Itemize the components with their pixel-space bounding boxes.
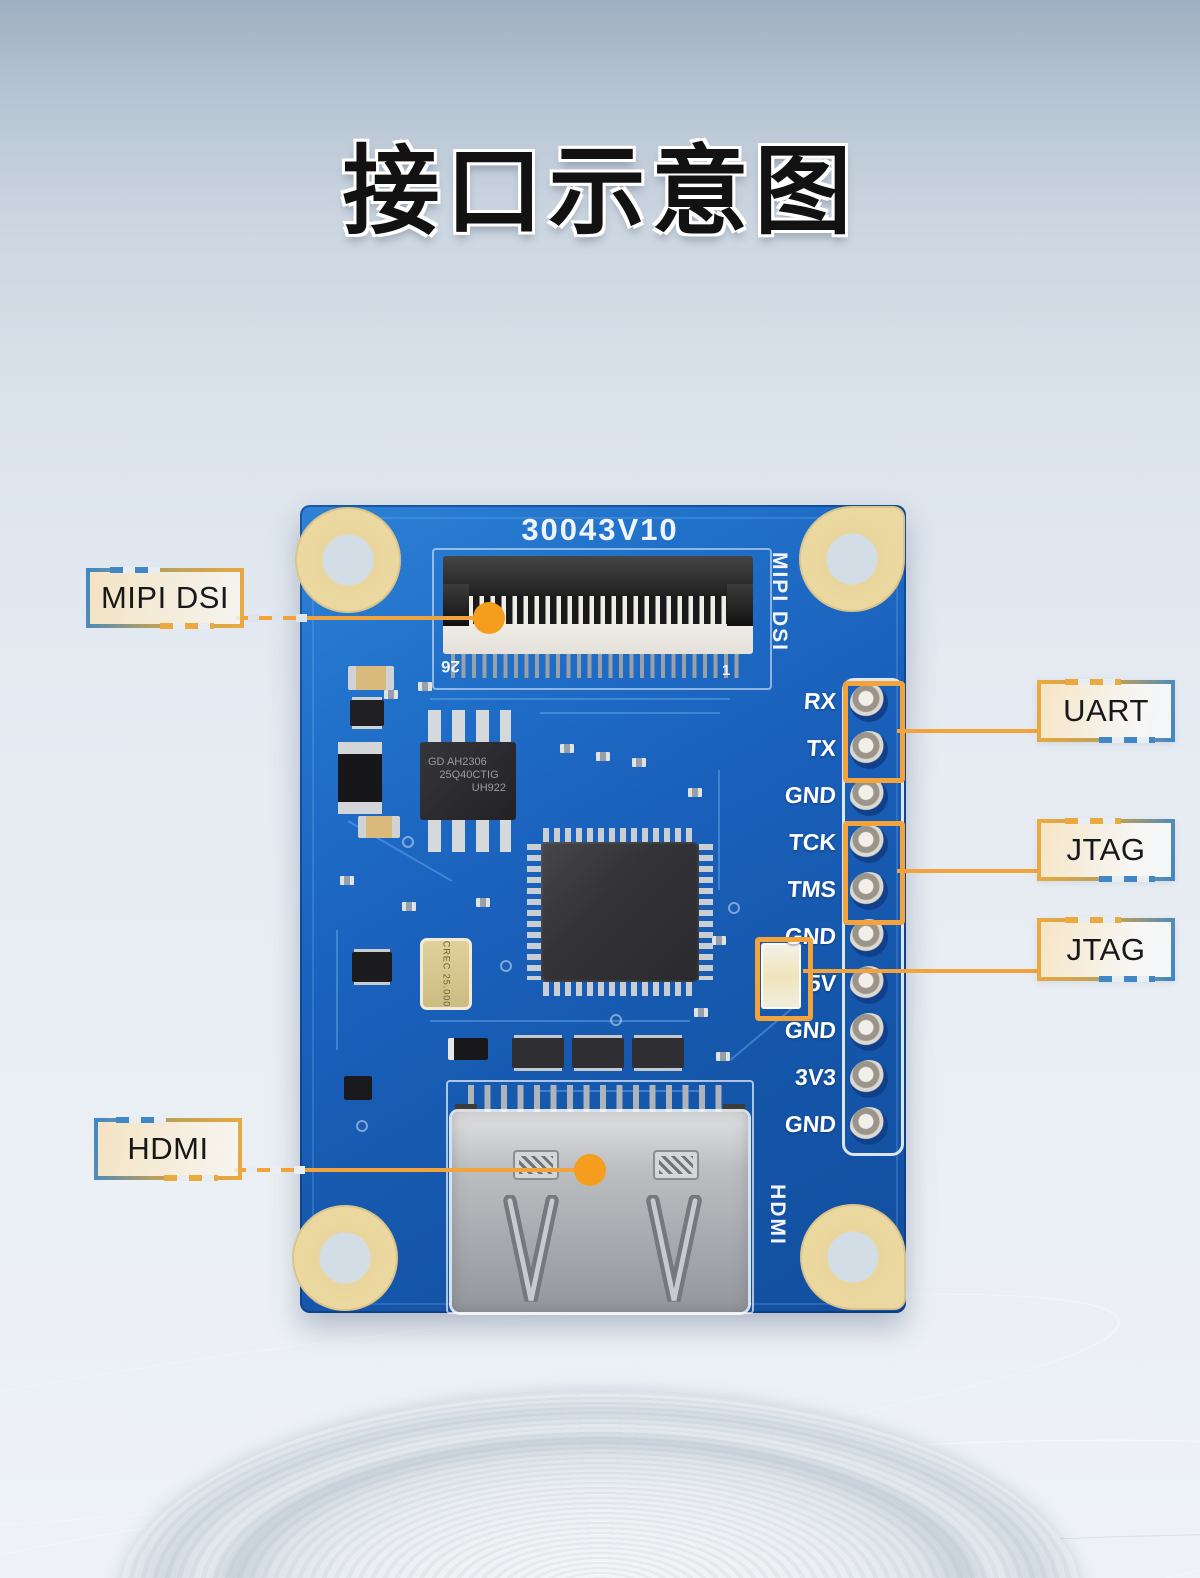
pin-hole-gnd-6 (850, 919, 888, 957)
ffc-solder-pins (451, 654, 745, 678)
sot23-chip (350, 700, 384, 726)
main-controller-chip (527, 828, 713, 996)
board-model-text: 30043V10 (521, 512, 679, 547)
callout-label-text: UART (1063, 693, 1149, 728)
callout-line-jtag1 (897, 869, 1037, 873)
dash-decor (110, 567, 160, 573)
pin-hole-gnd-3 (850, 778, 888, 816)
ffc-end-block (727, 584, 753, 626)
pin-hole-gnd-10 (850, 1107, 888, 1145)
pin-silk-label-9: 3V3 (794, 1064, 837, 1090)
pin-hole-tms-5 (850, 872, 888, 910)
callout-label-jtag-1: JTAG (1037, 818, 1175, 882)
dash-decor (164, 1175, 218, 1181)
hdmi-shell (452, 1112, 748, 1312)
mounting-hole-bottom-left (292, 1205, 398, 1311)
jtag-pins-highlight (843, 821, 905, 925)
dash-decor (160, 623, 214, 629)
pin-silk-label-1: RX (803, 688, 837, 714)
callout-label-jtag-2: JTAG (1037, 917, 1175, 982)
pin-silk-label-10: GND (784, 1111, 837, 1137)
pin-silk-label-2: TX (805, 735, 837, 761)
board-mipi-dsi-silk-label: MIPI DSI (768, 551, 791, 652)
callout-line-jtag2 (803, 969, 1037, 973)
mounting-hole-top-right (799, 506, 905, 612)
crystal-oscillator: CREC 25.000 (420, 938, 472, 1010)
hdmi-spring-contact (646, 1195, 702, 1302)
dash-decor (116, 1117, 166, 1123)
small-ic (632, 1038, 684, 1068)
line-dash-gap (248, 614, 259, 622)
callout-label-mipi-dsi: MIPI DSI (86, 567, 244, 629)
pin-silk-label-4: TCK (787, 829, 837, 855)
flash-marking-line-1: GD AH2306 (428, 756, 487, 768)
pin-hole-3v3-9 (850, 1060, 888, 1098)
pin-silk-label-5: TMS (786, 876, 837, 902)
power-led (761, 943, 801, 1009)
callout-dot-mipi (473, 602, 505, 634)
pin-silk-label-8: GND (784, 1017, 837, 1043)
dash-decor (1065, 679, 1121, 685)
small-ic (572, 1038, 624, 1068)
mounting-hole-top-left (295, 507, 401, 613)
inductor (338, 742, 382, 814)
callout-dot-hdmi (574, 1154, 606, 1186)
small-ic (512, 1038, 564, 1068)
callout-label-text: MIPI DSI (100, 580, 229, 615)
uart-pins-highlight (843, 681, 905, 783)
callout-line-uart (897, 729, 1037, 733)
callout-label-text: HDMI (127, 1131, 209, 1166)
diode (448, 1038, 488, 1060)
callout-label-text: JTAG (1066, 931, 1146, 967)
line-dash-gap (270, 1166, 281, 1174)
jtag-led-highlight (755, 937, 813, 1021)
callout-line-hdmi (234, 1168, 594, 1172)
hdmi-solder-pins (468, 1085, 732, 1117)
line-dash-gap (246, 1166, 257, 1174)
hdmi-silkscreen-outline (446, 1080, 754, 1314)
ripple-platform (115, 1392, 1085, 1578)
callout-line-mipi (236, 616, 490, 620)
dash-decor (1065, 818, 1121, 824)
dash-decor (1099, 876, 1155, 882)
hdmi-spring-contact (503, 1195, 559, 1302)
pin-hole-gnd-8 (850, 1013, 888, 1051)
pin-hole-tck-4 (850, 825, 888, 863)
mounting-hole-bottom-right (800, 1204, 906, 1310)
pin-hole-tx-2 (850, 731, 888, 769)
hdmi-stamp-mark (653, 1150, 699, 1180)
line-dash-gap (272, 614, 283, 622)
pin1-marker: 1 (722, 662, 731, 679)
dash-decor (1065, 917, 1121, 923)
flash-pins-bottom (428, 818, 511, 852)
flash-marking-line-2: 25Q40CTIG (439, 769, 499, 781)
flash-marking-line-3: UH922 (471, 782, 506, 794)
hdmi-stamp-mark (513, 1150, 559, 1180)
board-hdmi-silk-label: HDMI (766, 1184, 789, 1246)
small-component (344, 1076, 372, 1100)
flash-pins-top (428, 710, 511, 744)
pin-silk-label-3: GND (784, 782, 837, 808)
transistor (352, 952, 392, 982)
callout-label-uart: UART (1037, 679, 1175, 743)
line-dash-gap (294, 1166, 305, 1174)
page-title: 接口示意图 (342, 137, 858, 246)
callout-label-hdmi: HDMI (94, 1117, 242, 1181)
dash-decor (1099, 976, 1155, 982)
dash-decor (1099, 737, 1155, 743)
line-dash-gap (296, 614, 307, 622)
callout-label-text: JTAG (1066, 832, 1146, 867)
pin26-marker: 26 (441, 657, 460, 676)
